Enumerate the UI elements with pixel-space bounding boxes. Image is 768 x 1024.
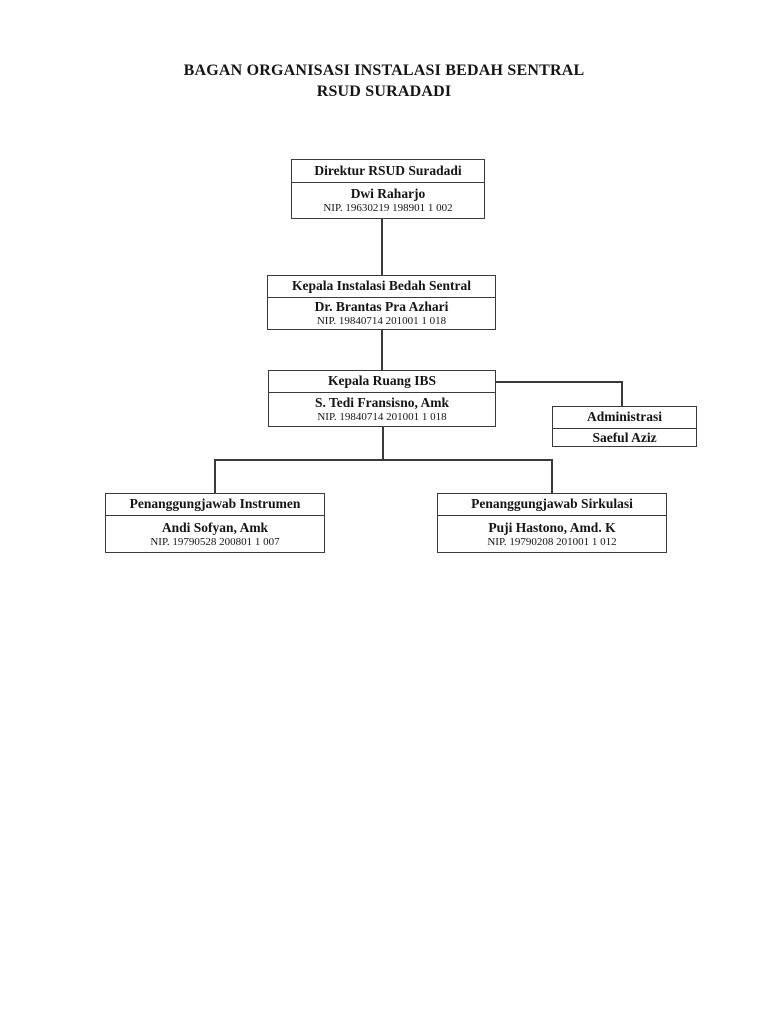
org-box-pj-sirkulasi: Penanggungjawab Sirkulasi Puji Hastono, … [437, 493, 667, 553]
person-name: Dwi Raharjo [350, 186, 426, 201]
person-name: Dr. Brantas Pra Azhari [314, 299, 449, 314]
org-box-body: Andi Sofyan, Amk NIP. 19790528 200801 1 … [106, 516, 324, 552]
connector-drop-sirkulasi [551, 459, 553, 494]
org-box-title: Kepala Ruang IBS [269, 371, 495, 393]
org-box-body: Puji Hastono, Amd. K NIP. 19790208 20100… [438, 516, 666, 552]
org-box-body: Saeful Aziz [553, 429, 696, 447]
person-nip: NIP. 19840714 201001 1 018 [317, 411, 447, 423]
connector-kepala-ruang-down [382, 426, 384, 461]
connector-administrasi-horizontal [495, 381, 623, 383]
person-nip: NIP. 19790208 201001 1 012 [487, 535, 617, 548]
connector-horizontal-junction [214, 459, 553, 461]
connector-drop-instrumen [214, 459, 216, 494]
org-box-body: S. Tedi Fransisno, Amk NIP. 19840714 201… [269, 393, 495, 426]
org-box-administrasi: Administrasi Saeful Aziz [552, 406, 697, 447]
connector-kepala-instalasi-kepala-ruang [381, 329, 383, 371]
org-box-title: Kepala Instalasi Bedah Sentral [268, 276, 495, 298]
person-name: Saeful Aziz [592, 430, 657, 445]
page-title: BAGAN ORGANISASI INSTALASI BEDAH SENTRAL… [0, 60, 768, 102]
org-box-title: Penanggungjawab Sirkulasi [438, 494, 666, 516]
org-box-body: Dr. Brantas Pra Azhari NIP. 19840714 201… [268, 298, 495, 329]
org-box-pj-instrumen: Penanggungjawab Instrumen Andi Sofyan, A… [105, 493, 325, 553]
org-box-kepala-ruang-ibs: Kepala Ruang IBS S. Tedi Fransisno, Amk … [268, 370, 496, 427]
person-nip: NIP. 19630219 198901 1 002 [323, 202, 453, 214]
org-box-body: Dwi Raharjo NIP. 19630219 198901 1 002 [292, 183, 484, 218]
org-box-title: Penanggungjawab Instrumen [106, 494, 324, 516]
person-nip: NIP. 19790528 200801 1 007 [150, 535, 280, 548]
person-nip: NIP. 19840714 201001 1 018 [316, 315, 447, 327]
org-box-title: Administrasi [553, 407, 696, 429]
connector-administrasi-vertical [621, 381, 623, 407]
person-name: S. Tedi Fransisno, Amk [315, 395, 449, 410]
page-title-line2: RSUD SURADADI [316, 83, 452, 100]
org-box-direktur: Direktur RSUD Suradadi Dwi Raharjo NIP. … [291, 159, 485, 219]
person-name: Puji Hastono, Amd. K [488, 519, 616, 535]
org-box-title: Direktur RSUD Suradadi [292, 160, 484, 183]
page-title-line1: BAGAN ORGANISASI INSTALASI BEDAH SENTRAL [183, 62, 585, 79]
person-name: Andi Sofyan, Amk [161, 519, 269, 535]
connector-direktur-kepala-instalasi [381, 218, 383, 276]
org-box-kepala-instalasi: Kepala Instalasi Bedah Sentral Dr. Brant… [267, 275, 496, 330]
